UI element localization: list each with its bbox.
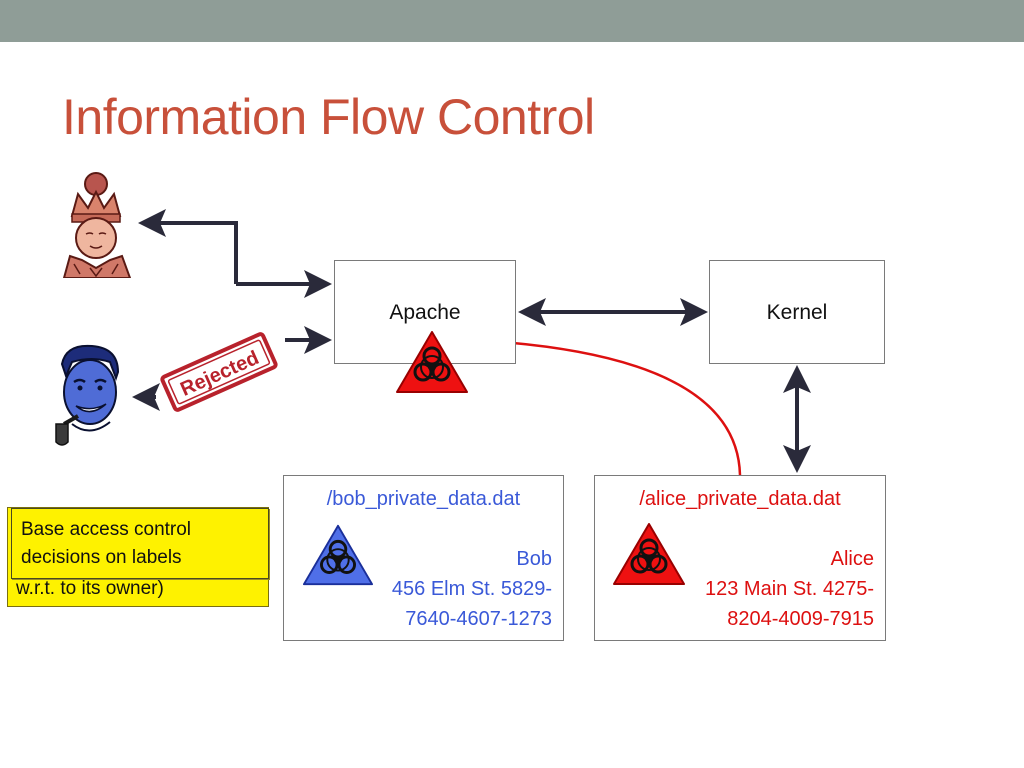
rejected-stamp-icon: Rejected <box>160 332 278 412</box>
kernel-box: Kernel <box>709 260 885 364</box>
note-front-text: Base access control decisions on labels <box>21 516 191 572</box>
alice-file-name: /alice_private_data.dat <box>639 488 841 510</box>
note-back-text: w.r.t. to its owner) <box>16 578 164 599</box>
note-front-line1: Base access control <box>21 519 192 540</box>
alice-biohazard-icon <box>613 523 685 585</box>
alice-address-line2: 8204-4009-7915 <box>727 608 874 630</box>
note-front-callout: Base access control decisions on labels <box>11 508 269 579</box>
slide-title: Information Flow Control <box>62 89 595 145</box>
queen-apache-arrow <box>138 209 238 284</box>
note-front-line2: decisions on labels <box>21 547 182 568</box>
apache-biohazard-icon <box>396 331 468 393</box>
bob-file-name: /bob_private_data.dat <box>326 488 521 510</box>
bob-biohazard-icon <box>302 524 374 586</box>
bob-file-box: /bob_private_data.dat Bob 456 Elm St. 58… <box>283 475 564 641</box>
alice-owner: Alice <box>830 548 874 570</box>
apache-label: Apache <box>389 301 461 324</box>
pipe-man-avatar-icon <box>55 344 120 446</box>
top-bar <box>0 0 1024 42</box>
alice-flow-arrow <box>464 328 742 476</box>
bob-address-line1: 456 Elm St. 5829- <box>391 578 552 600</box>
queen-avatar-icon <box>62 172 132 278</box>
alice-address-line1: 123 Main St. 4275- <box>705 578 874 600</box>
bob-owner: Bob <box>516 548 552 570</box>
kernel-label: Kernel <box>766 301 828 324</box>
bob-address-line2: 7640-4607-1273 <box>405 608 552 630</box>
